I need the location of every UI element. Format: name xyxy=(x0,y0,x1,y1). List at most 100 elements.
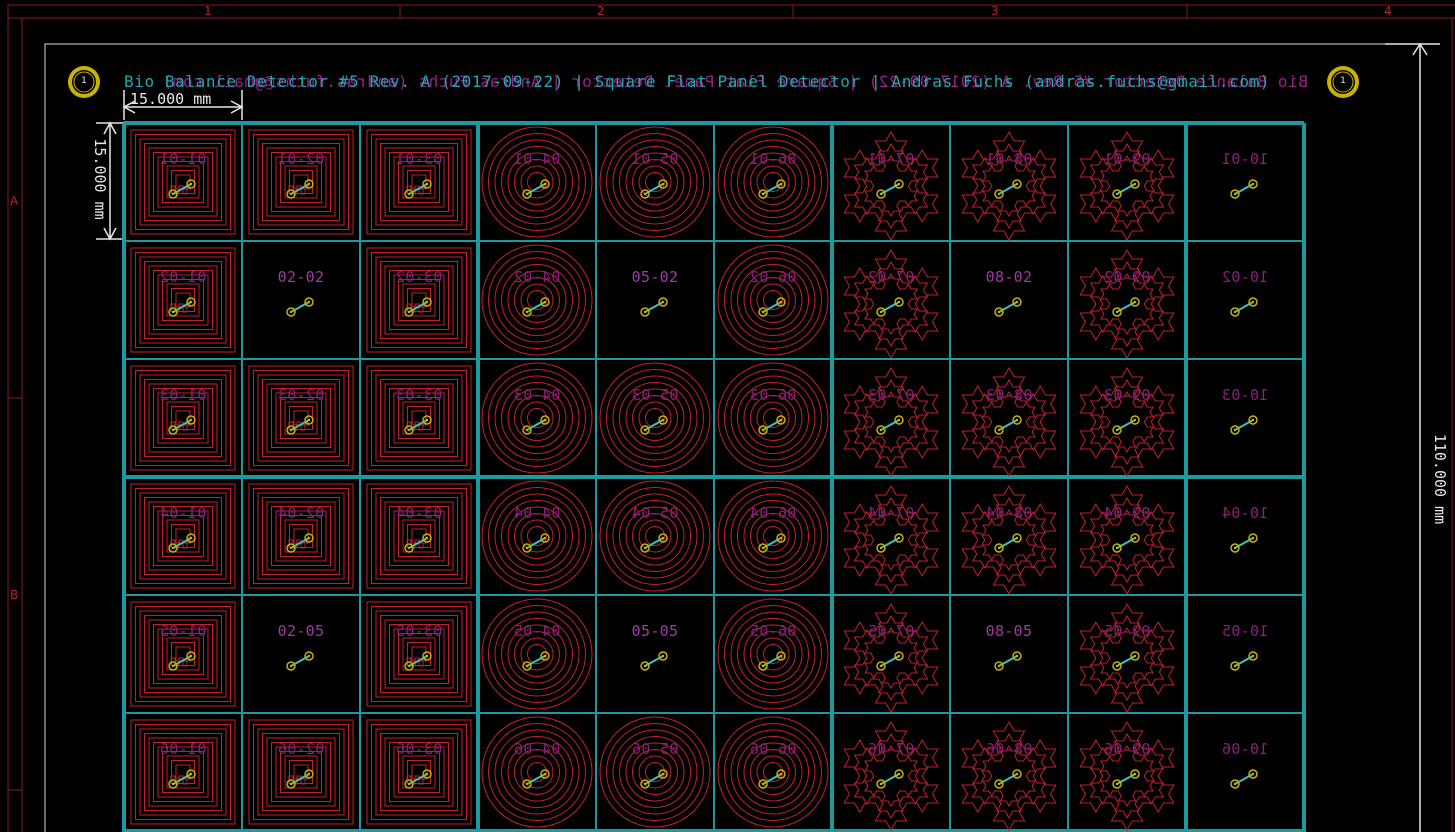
detector-cell-07-01[interactable] xyxy=(843,131,939,241)
via-pad[interactable] xyxy=(776,297,786,307)
via-pad[interactable] xyxy=(404,307,414,317)
via-pad[interactable] xyxy=(1130,769,1140,779)
detector-cell-02-02[interactable] xyxy=(286,297,314,317)
via-pad[interactable] xyxy=(186,533,196,543)
via-pad[interactable] xyxy=(304,297,314,307)
detector-cell-02-04[interactable] xyxy=(248,483,354,589)
detector-cell-01-04[interactable] xyxy=(130,483,236,589)
via-pad[interactable] xyxy=(168,189,178,199)
via-pad[interactable] xyxy=(758,307,768,317)
via-pad[interactable] xyxy=(994,307,1004,317)
detector-cell-10-01[interactable] xyxy=(1230,179,1258,199)
via-pad[interactable] xyxy=(894,651,904,661)
detector-cell-07-04[interactable] xyxy=(843,485,939,595)
via-pad[interactable] xyxy=(422,297,432,307)
via-pad[interactable] xyxy=(422,651,432,661)
via-pad[interactable] xyxy=(186,651,196,661)
detector-cell-06-06[interactable] xyxy=(717,716,829,828)
detector-cell-07-06[interactable] xyxy=(843,721,939,831)
via-pad[interactable] xyxy=(168,779,178,789)
via-pad[interactable] xyxy=(168,661,178,671)
via-pad[interactable] xyxy=(894,533,904,543)
detector-cell-04-03[interactable] xyxy=(481,362,593,474)
via-pad[interactable] xyxy=(168,307,178,317)
via-pad[interactable] xyxy=(286,661,296,671)
via-pad[interactable] xyxy=(876,307,886,317)
via-pad[interactable] xyxy=(1130,415,1140,425)
detector-cell-09-05[interactable] xyxy=(1079,603,1175,713)
via-pad[interactable] xyxy=(1112,307,1122,317)
via-pad[interactable] xyxy=(286,189,296,199)
via-pad[interactable] xyxy=(286,425,296,435)
via-pad[interactable] xyxy=(894,769,904,779)
via-pad[interactable] xyxy=(422,415,432,425)
via-pad[interactable] xyxy=(1012,651,1022,661)
via-pad[interactable] xyxy=(286,779,296,789)
via-pad[interactable] xyxy=(758,543,768,553)
via-pad[interactable] xyxy=(1012,297,1022,307)
via-pad[interactable] xyxy=(758,425,768,435)
via-pad[interactable] xyxy=(186,769,196,779)
detector-cell-05-06[interactable] xyxy=(599,716,711,828)
detector-cell-09-01[interactable] xyxy=(1079,131,1175,241)
detector-cell-03-02[interactable] xyxy=(366,247,472,353)
via-pad[interactable] xyxy=(186,297,196,307)
via-pad[interactable] xyxy=(994,543,1004,553)
via-pad[interactable] xyxy=(304,651,314,661)
via-pad[interactable] xyxy=(640,661,650,671)
via-pad[interactable] xyxy=(1230,307,1240,317)
via-pad[interactable] xyxy=(404,543,414,553)
via-pad[interactable] xyxy=(186,179,196,189)
detector-cell-03-04[interactable] xyxy=(366,483,472,589)
via-pad[interactable] xyxy=(1248,179,1258,189)
detector-cell-01-05[interactable] xyxy=(130,601,236,707)
via-pad[interactable] xyxy=(168,543,178,553)
detector-cell-08-01[interactable] xyxy=(961,131,1057,241)
via-pad[interactable] xyxy=(658,651,668,661)
via-pad[interactable] xyxy=(1248,769,1258,779)
via-pad[interactable] xyxy=(776,651,786,661)
via-pad[interactable] xyxy=(422,179,432,189)
via-pad[interactable] xyxy=(422,769,432,779)
via-pad[interactable] xyxy=(286,307,296,317)
via-pad[interactable] xyxy=(1130,297,1140,307)
via-pad[interactable] xyxy=(658,179,668,189)
via-pad[interactable] xyxy=(876,661,886,671)
via-pad[interactable] xyxy=(1248,297,1258,307)
via-pad[interactable] xyxy=(186,415,196,425)
via-pad[interactable] xyxy=(1012,415,1022,425)
detector-cell-01-01[interactable] xyxy=(130,129,236,235)
detector-cell-05-01[interactable] xyxy=(599,126,711,238)
via-pad[interactable] xyxy=(876,425,886,435)
detector-cell-09-04[interactable] xyxy=(1079,485,1175,595)
via-pad[interactable] xyxy=(1248,651,1258,661)
detector-cell-06-03[interactable] xyxy=(717,362,829,474)
via-pad[interactable] xyxy=(522,425,532,435)
detector-cell-08-04[interactable] xyxy=(961,485,1057,595)
detector-cell-03-06[interactable] xyxy=(366,719,472,825)
detector-cell-05-03[interactable] xyxy=(599,362,711,474)
via-pad[interactable] xyxy=(1230,189,1240,199)
via-pad[interactable] xyxy=(1012,533,1022,543)
via-pad[interactable] xyxy=(404,189,414,199)
detector-cell-02-03[interactable] xyxy=(248,365,354,471)
detector-cell-10-06[interactable] xyxy=(1230,769,1258,789)
via-pad[interactable] xyxy=(1012,769,1022,779)
via-pad[interactable] xyxy=(1230,543,1240,553)
via-pad[interactable] xyxy=(1230,661,1240,671)
detector-cell-09-02[interactable] xyxy=(1079,249,1175,359)
via-pad[interactable] xyxy=(1112,189,1122,199)
detector-cell-10-02[interactable] xyxy=(1230,297,1258,317)
via-pad[interactable] xyxy=(422,533,432,543)
detector-cell-05-04[interactable] xyxy=(599,480,711,592)
via-pad[interactable] xyxy=(540,415,550,425)
detector-cell-04-02[interactable] xyxy=(481,244,593,356)
via-pad[interactable] xyxy=(640,425,650,435)
via-pad[interactable] xyxy=(994,425,1004,435)
detector-cell-04-05[interactable] xyxy=(481,598,593,710)
via-pad[interactable] xyxy=(640,307,650,317)
detector-cell-09-03[interactable] xyxy=(1079,367,1175,477)
detector-cell-04-01[interactable] xyxy=(481,126,593,238)
detector-cell-08-02[interactable] xyxy=(994,297,1022,317)
via-pad[interactable] xyxy=(404,779,414,789)
